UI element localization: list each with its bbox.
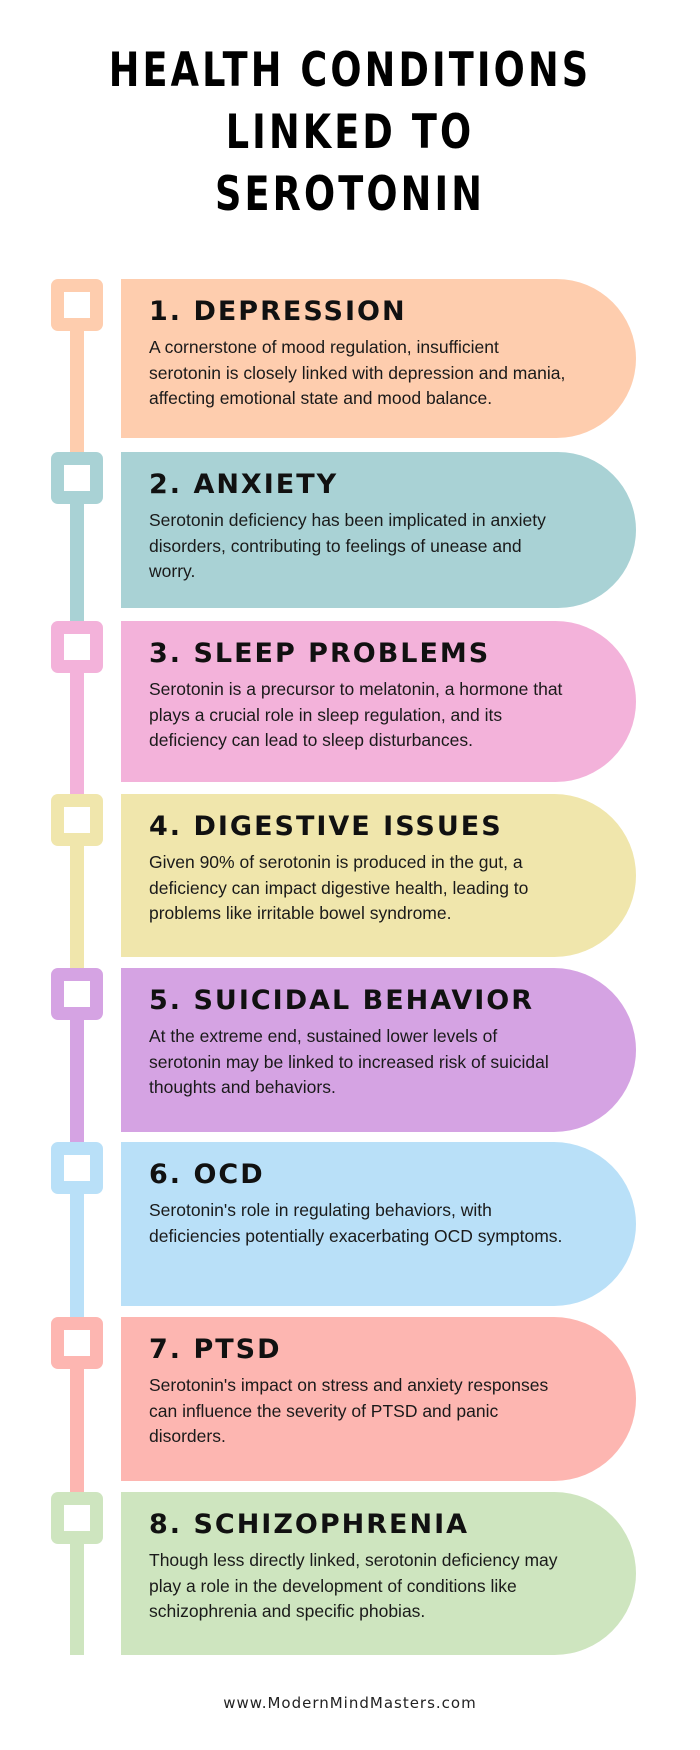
- condition-heading: 5. SUICIDAL BEHAVIOR: [149, 985, 535, 1016]
- condition-description: Serotonin deficiency has been implicated…: [149, 510, 546, 581]
- timeline-stem: [70, 661, 84, 794]
- timeline-node-icon: [51, 452, 103, 504]
- condition-description: A cornerstone of mood regulation, insuff…: [149, 337, 566, 408]
- condition-card: 2. ANXIETY Serotonin deficiency has been…: [121, 452, 636, 608]
- condition-description: At the extreme end, sustained lower leve…: [149, 1026, 549, 1097]
- page-title: HEALTH CONDITIONS LINKED TO SEROTONIN: [77, 40, 623, 226]
- timeline-node-icon: [51, 794, 103, 846]
- condition-card: 4. DIGESTIVE ISSUES Given 90% of seroton…: [121, 794, 636, 957]
- timeline-node-icon: [51, 1142, 103, 1194]
- condition-heading: 7. PTSD: [149, 1334, 282, 1365]
- timeline-stem: [70, 834, 84, 968]
- timeline-stem: [70, 492, 84, 621]
- condition-card: 8. SCHIZOPHRENIA Though less directly li…: [121, 1492, 636, 1655]
- condition-heading: 2. ANXIETY: [149, 469, 339, 500]
- condition-heading: 3. SLEEP PROBLEMS: [149, 638, 491, 669]
- condition-heading: 4. DIGESTIVE ISSUES: [149, 811, 503, 842]
- title-line-2: LINKED TO: [225, 105, 475, 160]
- timeline-stem: [70, 1182, 84, 1317]
- website-link[interactable]: www.ModernMindMasters.com: [223, 1694, 477, 1712]
- timeline-node-icon: [51, 621, 103, 673]
- title-line-1: HEALTH CONDITIONS: [108, 43, 592, 98]
- condition-description: Though less directly linked, serotonin d…: [149, 1550, 558, 1621]
- timeline-stem: [70, 1357, 84, 1492]
- condition-description: Serotonin is a precursor to melatonin, a…: [149, 679, 563, 750]
- condition-card: 7. PTSD Serotonin's impact on stress and…: [121, 1317, 636, 1481]
- timeline-node-icon: [51, 968, 103, 1020]
- timeline-node-icon: [51, 1317, 103, 1369]
- condition-card: 1. DEPRESSION A cornerstone of mood regu…: [121, 279, 636, 438]
- condition-heading: 1. DEPRESSION: [149, 296, 407, 327]
- condition-description: Serotonin's impact on stress and anxiety…: [149, 1375, 549, 1446]
- timeline-stem: [70, 319, 84, 452]
- condition-description: Given 90% of serotonin is produced in th…: [149, 852, 529, 923]
- condition-card: 6. OCD Serotonin's role in regulating be…: [121, 1142, 636, 1306]
- condition-card: 5. SUICIDAL BEHAVIOR At the extreme end,…: [121, 968, 636, 1132]
- timeline-node-icon: [51, 279, 103, 331]
- condition-heading: 8. SCHIZOPHRENIA: [149, 1509, 470, 1540]
- timeline-node-icon: [51, 1492, 103, 1544]
- condition-heading: 6. OCD: [149, 1159, 265, 1190]
- title-line-3: SEROTONIN: [214, 167, 486, 222]
- timeline-stem: [70, 1008, 84, 1142]
- condition-description: Serotonin's role in regulating behaviors…: [149, 1200, 563, 1246]
- timeline-stem: [70, 1532, 84, 1655]
- condition-card: 3. SLEEP PROBLEMS Serotonin is a precurs…: [121, 621, 636, 782]
